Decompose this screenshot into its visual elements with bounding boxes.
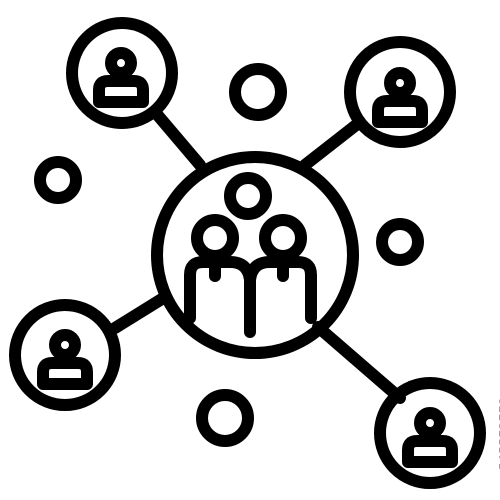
connector-line-bottom-right [312, 321, 406, 404]
node-circle-bottom-left [9, 299, 121, 411]
node-person-body-top-right [372, 95, 428, 128]
connector-line-bottom-left [109, 291, 171, 334]
connector-line-top-right [299, 116, 366, 171]
dot-top-center [229, 63, 287, 121]
node-person-body-bottom-left [37, 357, 93, 390]
node-circle-top-left [66, 17, 178, 129]
node-circle-top-right [344, 36, 456, 148]
dot-bottom [196, 389, 254, 447]
node-person-body-bottom-right [402, 435, 458, 468]
node-circle-bottom-right [374, 377, 486, 489]
node-person-head-bottom-right [414, 407, 446, 439]
hub-circle [151, 151, 359, 359]
node-person-head-top-right [384, 67, 416, 99]
dot-right [376, 218, 424, 266]
node-person-head-top-left [105, 47, 137, 79]
connector-line-top-left [149, 106, 206, 171]
node-person-body-top-left [93, 75, 149, 108]
node-person-head-bottom-left [49, 329, 81, 361]
dot-left [34, 156, 82, 204]
group-person-head-left [191, 214, 239, 262]
group-person-head-right [259, 214, 307, 262]
group-person-head-top [224, 172, 272, 220]
